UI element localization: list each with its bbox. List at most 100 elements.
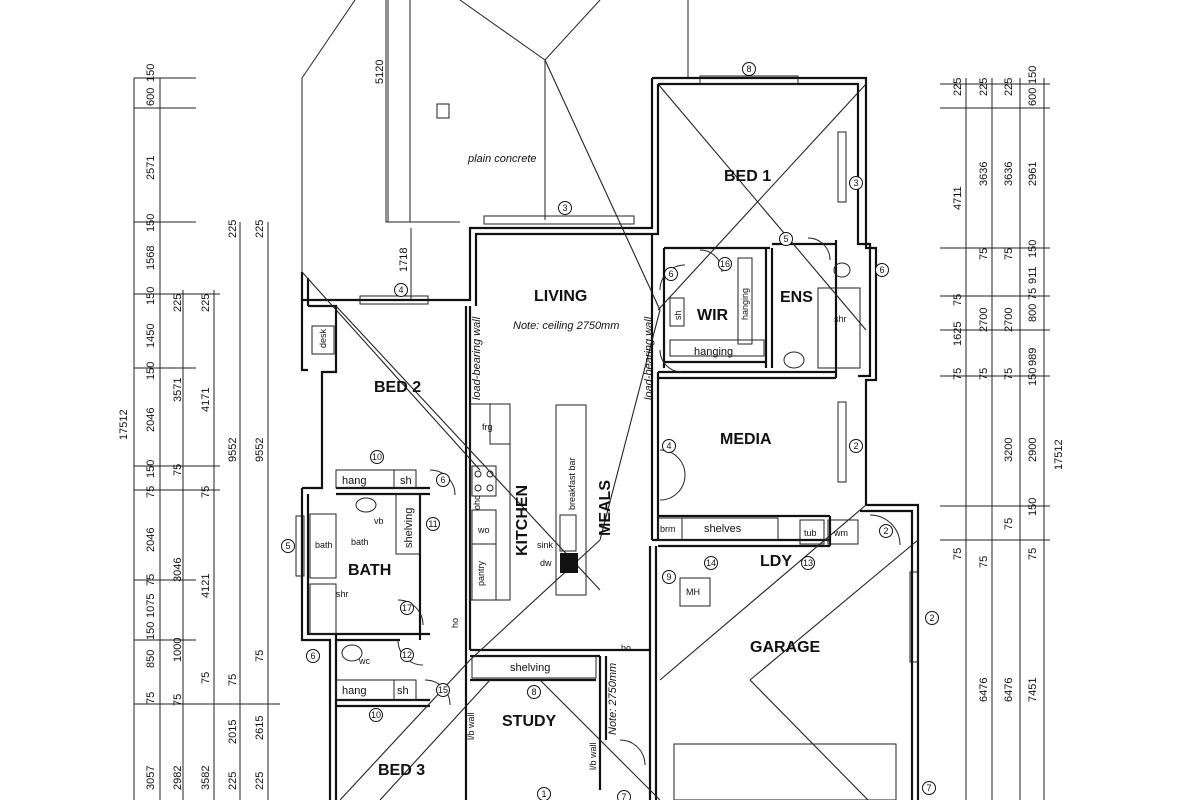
room-label-wir: WIR [697, 307, 729, 324]
dim-label: 75 [952, 294, 964, 306]
dim-label: 3057 [145, 766, 157, 790]
marker-circle [400, 648, 414, 662]
marker-circle [281, 539, 295, 553]
dim-label: 1000 [172, 638, 184, 662]
marker-number: 7 [926, 783, 931, 793]
hang-label: hang [342, 475, 366, 487]
marker-number: 9 [666, 572, 671, 582]
dim-label: 75 [1003, 368, 1015, 380]
marker-circle [537, 787, 551, 800]
marker-number: 6 [310, 651, 315, 661]
dim-label: 2046 [145, 528, 157, 552]
living-ceiling-note: Note: ceiling 2750mm [513, 320, 619, 332]
dimensions-left [133, 77, 280, 800]
dim-label: 225 [227, 220, 239, 238]
dimension-texts-right: 225 4711 75 1625 75 75 225 3636 75 2700 … [952, 66, 1065, 702]
marker-number: 4 [398, 285, 403, 295]
marker-circle [558, 201, 572, 215]
marker-circle [394, 283, 408, 297]
room-labels: BED 1 LIVING Note: ceiling 2750mm WIR EN… [348, 168, 821, 779]
marker-circle [617, 790, 631, 800]
marker-number: 1 [541, 789, 546, 799]
dim-label: 2900 [1027, 438, 1039, 462]
marker-number: 11 [428, 519, 437, 529]
marker-circle [718, 257, 732, 271]
dim-label: 989 [1027, 348, 1039, 366]
marker-number: 14 [706, 558, 716, 568]
room-label-media: MEDIA [720, 431, 772, 448]
dim-label: 4121 [200, 574, 212, 598]
dim-label: 150 [145, 64, 157, 82]
marker-circle [369, 708, 383, 722]
marker-number: 6 [440, 475, 445, 485]
dim-label: 4171 [200, 388, 212, 412]
dim-label: 225 [254, 220, 266, 238]
dim-label: 6476 [978, 678, 990, 702]
concrete-area [301, 0, 689, 300]
dim-label: 75 [1027, 548, 1039, 560]
dim-label: 75 [145, 692, 157, 704]
dim-label: 3582 [200, 766, 212, 790]
marker-number: 15 [438, 685, 448, 695]
room-label-ens: ENS [780, 289, 813, 306]
marker-circle [925, 611, 939, 625]
bath-small-label: bath [351, 537, 369, 547]
sh-label: sh [397, 685, 409, 697]
dim-label: 75 [172, 694, 184, 706]
bath-tub-label: bath [315, 540, 333, 550]
fixtures [295, 75, 919, 701]
dim-label: 6476 [1003, 678, 1015, 702]
dim-label: 225 [254, 772, 266, 790]
marker-number: 5 [285, 541, 290, 551]
breakfast-bar-label: breakfast bar [567, 457, 577, 510]
marker-number: 17 [402, 603, 412, 613]
marker-circle [436, 683, 450, 697]
room-label-ldy: LDY [760, 553, 792, 570]
marker-circle [662, 439, 676, 453]
fixture-labels: plain concrete load-bearing wall load-be… [315, 153, 848, 770]
lb-wall-label: l/b wall [588, 742, 598, 770]
dim-label: 2015 [227, 720, 239, 744]
marker-number: 8 [746, 64, 751, 74]
marker-number: 8 [531, 687, 536, 697]
dim-label: 3636 [1003, 162, 1015, 186]
ho-label: ho [450, 618, 460, 628]
dim-label: 225 [200, 294, 212, 312]
dim-label: 3046 [172, 558, 184, 582]
dim-label: 2046 [145, 408, 157, 432]
dim-label: 75 [200, 486, 212, 498]
dim-label: 911 [1027, 266, 1039, 284]
room-label-living: LIVING [534, 288, 587, 305]
sink-label: sink [537, 540, 554, 550]
dim-label: 9552 [227, 438, 239, 462]
marker-circle [662, 570, 676, 584]
marker-number: 3 [562, 203, 567, 213]
dim-label: 1625 [952, 322, 964, 346]
marker-number: 6 [879, 265, 884, 275]
marker-circle [306, 649, 320, 663]
dim-label: 2571 [145, 156, 157, 180]
room-label-bed3: BED 3 [378, 762, 425, 779]
marker-circle [849, 176, 863, 190]
hanging-label: hanging [740, 288, 750, 320]
wc-label: wc [358, 656, 370, 666]
dim-label: 2982 [172, 766, 184, 790]
marker-number: 16 [720, 259, 730, 269]
dim-label: 1568 [145, 246, 157, 270]
marker-number: 5 [783, 234, 788, 244]
dim-label: 150 [145, 287, 157, 305]
study-note: Note: 2750mm [607, 663, 619, 735]
dim-label: 1075 [145, 594, 157, 618]
dim-total-left: 17512 [118, 409, 130, 440]
mh-label: MH [686, 587, 700, 597]
outer-walls [300, 76, 920, 800]
dim-label: 4711 [952, 186, 964, 210]
room-label-bed1: BED 1 [724, 168, 771, 185]
marker-circle [875, 263, 889, 277]
shr-label: shr [834, 314, 847, 324]
dim-label: 150 [1027, 240, 1039, 258]
dim-label: 150 [1027, 66, 1039, 84]
marker-circle [779, 232, 793, 246]
dim-label: 9552 [254, 438, 266, 462]
